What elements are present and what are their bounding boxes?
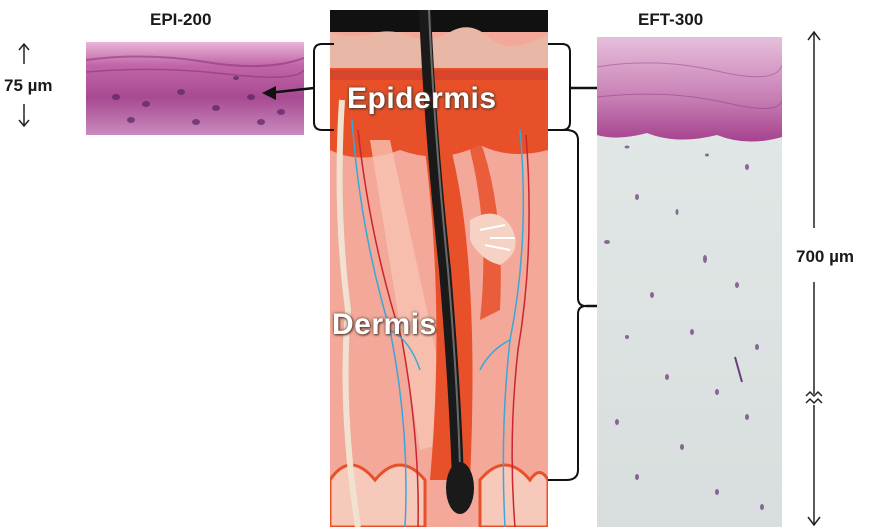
eft-300-title: EFT-300 <box>638 10 703 30</box>
dermis-bracket <box>548 130 586 480</box>
eft-300-micrograph <box>597 37 782 527</box>
eft-thickness-label: 700 µm <box>796 247 854 267</box>
right-epidermis-bracket <box>548 44 570 130</box>
eft-thickness-arrow <box>804 30 824 527</box>
left-epidermis-bracket <box>314 44 334 130</box>
